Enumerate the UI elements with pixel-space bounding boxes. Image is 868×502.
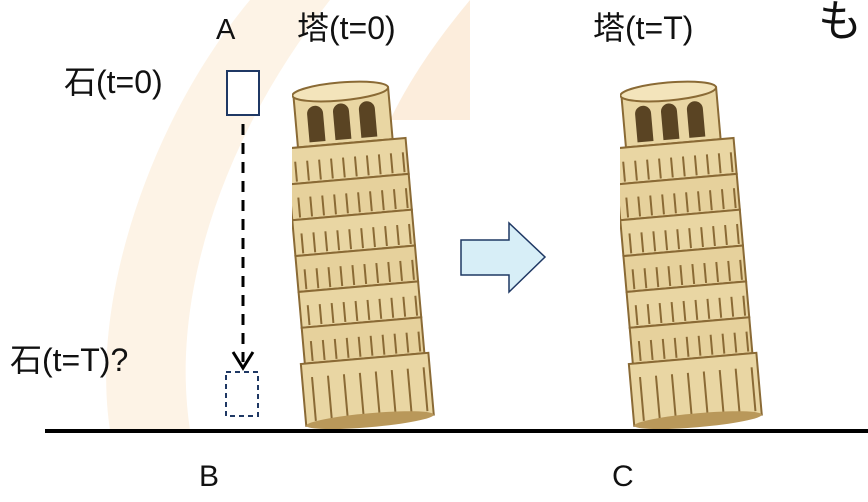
label-stone-tT: 石(t=T)? <box>10 342 129 378</box>
label-tower-tT: 塔(t=T) <box>593 10 694 46</box>
label-stone-t0: 石(t=0) <box>64 64 163 100</box>
tower-illustration-t0 <box>292 80 435 430</box>
label-point-a: A <box>216 14 236 46</box>
stone-box-t0 <box>226 70 260 116</box>
label-edge-glyph: も <box>818 0 862 46</box>
label-point-c: C <box>612 460 634 493</box>
label-tower-t0: 塔(t=0) <box>297 10 396 46</box>
fall-arrowhead <box>231 351 255 371</box>
tower-illustration-tT <box>620 80 763 430</box>
transition-arrow <box>460 221 547 294</box>
label-point-b: B <box>199 460 220 493</box>
stone-box-tT <box>225 371 259 417</box>
